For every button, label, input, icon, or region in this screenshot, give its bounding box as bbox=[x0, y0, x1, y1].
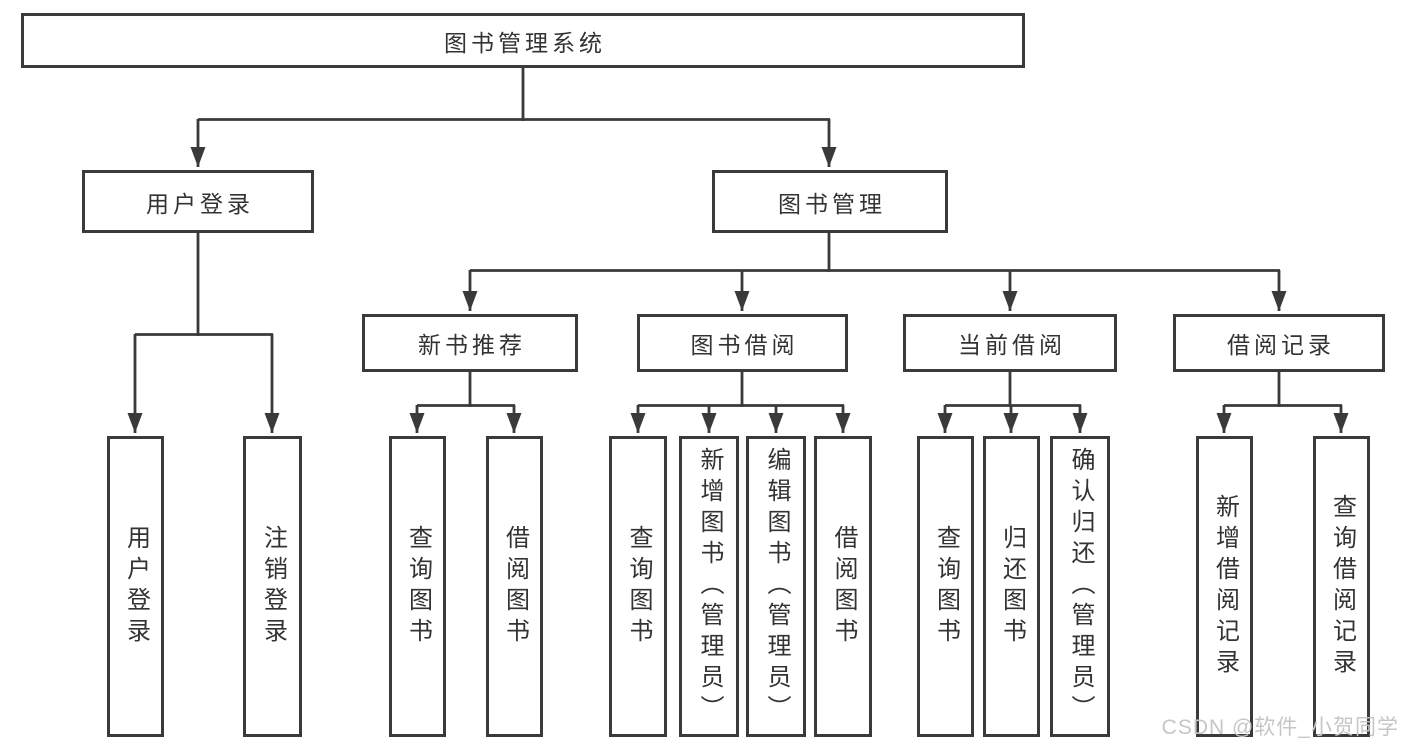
node-label: 查询借阅记录 bbox=[1328, 493, 1356, 680]
node-leaf-rec-query-book: 查询图书 bbox=[389, 436, 446, 737]
node-leaf-add-borrow-record: 新增借阅记录 bbox=[1196, 436, 1253, 737]
node-label: 用户登录 bbox=[146, 190, 254, 217]
node-label: 新书推荐 bbox=[418, 332, 526, 358]
node-leaf-cur-return-book: 归还图书 bbox=[983, 436, 1040, 737]
node-root: 图书管理系统 bbox=[21, 13, 1025, 68]
node-label: 用户登录 bbox=[122, 524, 150, 649]
node-label: 借阅记录 bbox=[1227, 332, 1335, 358]
node-label: 当前借阅 bbox=[958, 332, 1066, 358]
edge-newbookrec-rail bbox=[417, 372, 515, 407]
node-borrow-record: 借阅记录 bbox=[1173, 314, 1385, 372]
node-label: 注销登录 bbox=[259, 524, 287, 649]
node-label: 借阅图书 bbox=[501, 524, 529, 649]
node-label: 新增借阅记录 bbox=[1211, 493, 1239, 680]
node-leaf-bor-borrow-book: 借阅图书 bbox=[814, 436, 872, 737]
node-leaf-rec-borrow-book: 借阅图书 bbox=[486, 436, 543, 737]
node-leaf-bor-add-book-admin: 新增图书（管理员） bbox=[679, 436, 739, 737]
edge-userlogin-rail bbox=[135, 232, 273, 336]
edge-currentborrow-rail bbox=[945, 372, 1081, 407]
node-label: 编辑图书（管理员） bbox=[763, 447, 790, 726]
edge-bookborrow-rail bbox=[638, 372, 844, 407]
node-label: 图书管理系统 bbox=[444, 29, 606, 56]
node-label: 查询图书 bbox=[932, 524, 960, 649]
node-leaf-bor-query-book: 查询图书 bbox=[609, 436, 667, 737]
node-leaf-query-borrow-record: 查询借阅记录 bbox=[1313, 436, 1370, 737]
node-leaf-cur-query-book: 查询图书 bbox=[917, 436, 974, 737]
edge-bookmgmt-rail bbox=[470, 232, 1280, 272]
csdn-watermark: CSDN @软件_小贺同学 bbox=[1161, 716, 1399, 739]
edge-root-to-level2 bbox=[198, 68, 830, 121]
node-leaf-user-login: 用户登录 bbox=[107, 436, 164, 737]
node-leaf-cur-confirm-return-admin: 确认归还（管理员） bbox=[1050, 436, 1110, 737]
node-label: 查询图书 bbox=[625, 524, 652, 649]
node-user-login: 用户登录 bbox=[82, 170, 314, 233]
node-label: 归还图书 bbox=[998, 524, 1026, 649]
node-label: 借阅图书 bbox=[830, 524, 857, 649]
node-leaf-logout: 注销登录 bbox=[243, 436, 302, 737]
node-label: 查询图书 bbox=[404, 524, 432, 649]
node-new-book-recommend: 新书推荐 bbox=[362, 314, 578, 372]
node-book-management: 图书管理 bbox=[712, 170, 948, 233]
arrow-drops bbox=[127, 119, 1349, 433]
node-label: 图书管理 bbox=[778, 190, 886, 217]
node-label: 图书借阅 bbox=[690, 332, 799, 358]
node-current-borrow: 当前借阅 bbox=[903, 314, 1117, 372]
edge-borrowrecord-rail bbox=[1224, 372, 1342, 407]
node-leaf-bor-edit-book-admin: 编辑图书（管理员） bbox=[746, 436, 806, 737]
node-book-borrow: 图书借阅 bbox=[637, 314, 848, 372]
node-label: 确认归还（管理员） bbox=[1067, 447, 1094, 726]
node-label: 新增图书（管理员） bbox=[696, 447, 723, 726]
